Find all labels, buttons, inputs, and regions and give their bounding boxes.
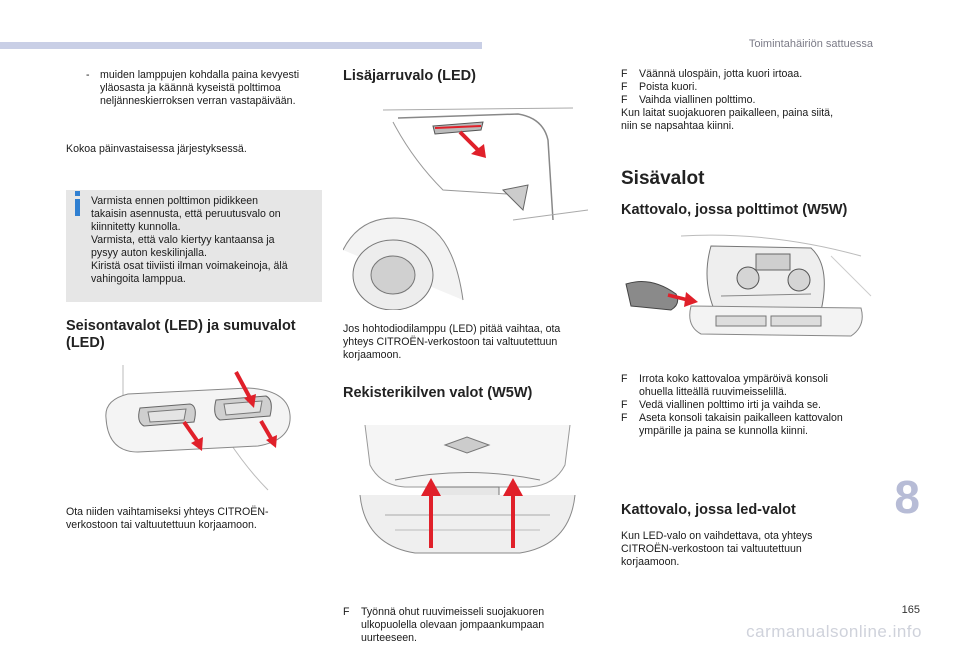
info-text: Varmista ennen polttimon pidikkeen takai… [91,195,317,286]
plate-light-illustration [359,425,576,554]
contact-line: verkostoon tai valtuutettuun korjaamoon. [66,519,257,531]
section-title: Toimintahäiriön sattuessa [748,38,873,50]
led-line: CITROËN-verkostoon tai valtuutettuun [621,543,802,555]
w5w-step: F Irrota koko kattovaloa ympäröivä konso… [621,373,891,399]
bullet-mark: F [621,373,628,385]
red-arrow-icon [503,478,523,548]
heading-parking-fog-lights: Seisontavalot (LED) ja sumuvalot (LED) [66,318,296,352]
cover-step-text: Vaihda viallinen polttimo. [639,94,756,106]
plate-step: F Työnnä ohut ruuvimeisseli suojakuoren … [343,606,611,645]
plate-step-line: Työnnä ohut ruuvimeisseli suojakuoren [361,606,545,618]
page-number: 165 [901,604,920,616]
w5w-step-line: ympärille ja paina se kunnolla kiinni. [639,425,809,437]
brake-light-text: Jos hohtodiodilamppu (LED) pitää vaihtaa… [343,323,560,362]
info-line: kiinnitetty kunnolla. [91,221,181,233]
dash-item-text: muiden lamppujen kohdalla paina kevyesti… [100,69,300,107]
reassemble-text: Kokoa päinvastaisessa järjestyksessä. [66,143,247,155]
red-arrow-icon [259,419,277,448]
plate-step-line: ulkopuolella olevaan jompaankumpaan [361,619,545,631]
led-line: korjaamoon. [621,556,680,568]
heading-line: Seisontavalot (LED) ja sumuvalot [66,318,296,334]
red-arrow-icon [458,130,486,158]
cover-step: F Vaihda viallinen polttimo. [621,94,891,107]
dash-item: - muiden lamppujen kohdalla paina kevyes… [86,69,310,108]
heading-w5w-lamp: Kattovalo, jossa polttimot (W5W) [621,202,848,218]
plate-step-line: uurteeseen. [361,632,417,644]
info-box: Varmista ennen polttimon pidikkeen takai… [66,190,322,302]
led-line: Kun LED-valo on vaihdettava, ota yhteys [621,530,813,542]
ceiling-lamp-illustration [625,234,872,337]
reattach-line: Kun laitat suojakuoren paikalleen, paina… [621,107,834,119]
watermark: carmanualsonline.info [746,622,922,641]
cover-step-text: Väännä ulospäin, jotta kuori irtoaa. [639,68,803,80]
info-line: pysyy auton keskilinjalla. [91,247,207,259]
header-accent-bar [0,42,482,49]
w5w-step-line: Aseta konsoli takaisin paikalleen kattov… [639,412,843,424]
brake-line: Jos hohtodiodilamppu (LED) pitää vaihtaa… [343,323,561,335]
w5w-steps: F Irrota koko kattovaloa ympäröivä konso… [621,373,891,438]
info-line: takaisin asennusta, että peruutusvalo on [91,208,281,220]
heading-interior-lights: Sisävalot [621,168,705,189]
brake-light-illustration [343,107,589,310]
cover-step: F Poista kuori. [621,81,891,94]
red-arrow-icon [234,371,256,408]
contact-text: Ota niiden vaihtamiseksi yhteys CITROËN-… [66,506,269,532]
w5w-step-line: ohuella litteällä ruuvimeisselillä. [639,386,787,398]
bullet-mark: F [621,94,628,106]
bullet-mark: F [343,606,350,618]
red-arrow-icon [182,420,203,451]
bullet-mark: F [621,399,628,411]
info-line: vahingoita lamppua. [91,273,186,285]
brake-line: yhteys CITROËN-verkostoon tai valtuutett… [343,336,558,348]
bullet-mark: F [621,412,628,424]
heading-line: (LED) [66,335,105,351]
w5w-step: F Aseta konsoli takaisin paikalleen katt… [621,412,891,438]
cover-step: F Väännä ulospäin, jotta kuori irtoaa. [621,68,891,81]
heading-led-lamp: Kattovalo, jossa led-valot [621,502,796,518]
w5w-step-line: Vedä viallinen polttimo irti ja vaihda s… [639,399,821,411]
cover-steps: F Väännä ulospäin, jotta kuori irtoaa. F… [621,68,891,133]
parking-light-illustration [105,365,291,491]
info-line: Varmista ennen polttimon pidikkeen [91,195,259,207]
w5w-step-line: Irrota koko kattovaloa ympäröivä konsoli [639,373,829,385]
bullet-mark: F [621,81,628,93]
led-text: Kun LED-valo on vaihdettava, ota yhteys … [621,530,812,569]
red-arrow-icon [421,478,441,548]
info-line: Varmista, että valo kiertyy kantaansa ja [91,234,275,246]
bullet-mark: F [621,68,628,80]
brake-line: korjaamoon. [343,349,402,361]
info-line: Kiristä osat tiiviisti ilman voimakeinoj… [91,260,288,272]
reattach-line: niin se napsahtaa kiinni. [621,120,735,132]
dash-mark: - [86,69,90,81]
heading-plate-lights: Rekisterikilven valot (W5W) [343,385,533,401]
heading-brake-light: Lisäjarruvalo (LED) [343,68,476,84]
cover-step-text: Poista kuori. [639,81,698,93]
contact-line: Ota niiden vaihtamiseksi yhteys CITROËN- [66,506,269,518]
w5w-step: F Vedä viallinen polttimo irti ja vaihda… [621,399,891,412]
chapter-number: 8 [894,471,920,523]
red-arrow-icon [667,292,698,307]
